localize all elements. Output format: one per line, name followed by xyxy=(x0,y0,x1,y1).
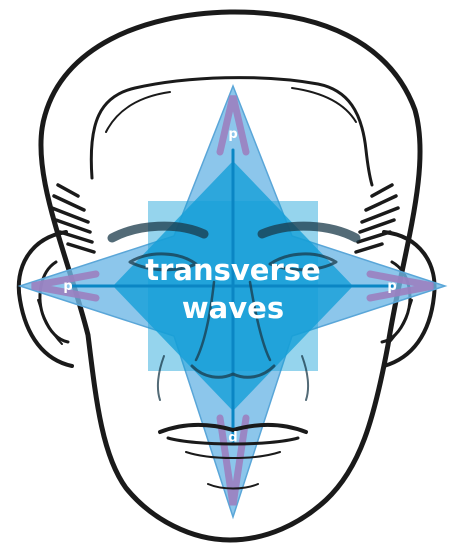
hairline-tuft-left xyxy=(106,92,170,132)
p-label-right: p xyxy=(387,279,396,294)
label-waves: waves xyxy=(182,291,284,325)
right-sideburn xyxy=(356,185,398,252)
p-label-bottom: p xyxy=(228,430,237,445)
label-transverse: transverse xyxy=(145,253,320,287)
hairline-tuft-right xyxy=(292,88,356,122)
p-label-top: p xyxy=(228,127,237,142)
p-label-left: p xyxy=(63,279,72,294)
